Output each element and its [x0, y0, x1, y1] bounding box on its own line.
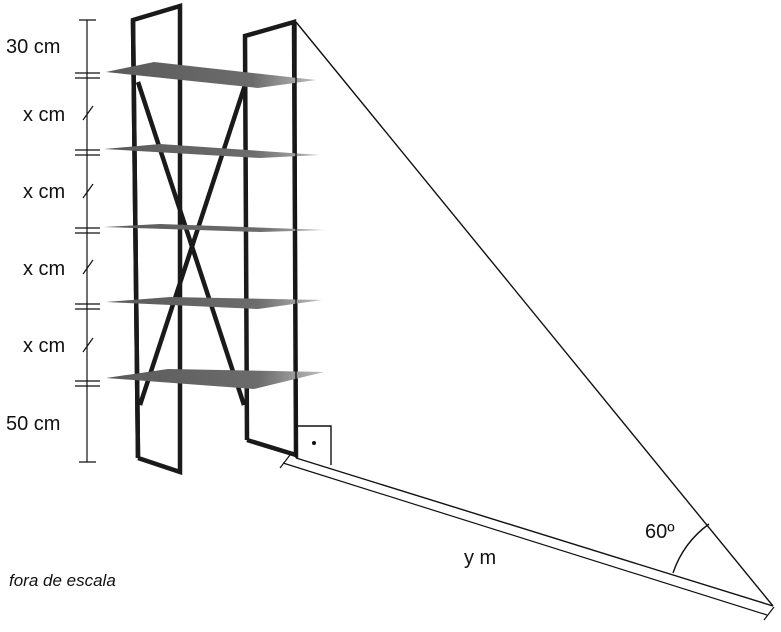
- shelf-tick-5: [75, 380, 100, 387]
- shelf-tick-4: [75, 303, 100, 310]
- angle-arc: [672, 523, 710, 574]
- shelf-tick-3: [75, 227, 100, 234]
- right-angle-marker: [296, 425, 332, 465]
- ground-length-label: y m: [464, 547, 496, 569]
- scale-note: fora de escala: [9, 571, 116, 590]
- ground-length-dimension: [279, 454, 775, 621]
- equal-mark-2: [82, 183, 94, 199]
- bookshelf: [104, 2, 326, 476]
- shelf-2: [104, 144, 320, 158]
- triangle-hypotenuse: [295, 21, 774, 607]
- right-angle-dot: [312, 441, 316, 445]
- equal-mark-4: [82, 337, 94, 353]
- bottom-segment-label: 50 cm: [6, 413, 60, 435]
- right-frame: [242, 19, 299, 459]
- shelf-3: [104, 224, 326, 232]
- height-dimension-scale: [75, 19, 100, 463]
- equal-mark-3: [82, 259, 94, 275]
- cross-brace: [135, 81, 249, 406]
- top-segment-label: 30 cm: [6, 36, 60, 58]
- shelf-gap-label-1: x cm: [23, 104, 65, 126]
- shelf-gap-label-2: x cm: [23, 181, 65, 203]
- shelf-4: [106, 297, 322, 309]
- triangle: [295, 21, 774, 607]
- angle-label: 60º: [645, 521, 675, 543]
- shelf-tick-2: [75, 149, 100, 156]
- shelf-gap-label-4: x cm: [23, 335, 65, 357]
- shelf-5: [106, 369, 324, 389]
- triangle-base: [295, 457, 774, 607]
- shelf-tick-1: [75, 72, 100, 79]
- equal-mark-1: [82, 105, 94, 121]
- shelf-gap-label-3: x cm: [23, 258, 65, 280]
- shelf-1: [106, 62, 316, 88]
